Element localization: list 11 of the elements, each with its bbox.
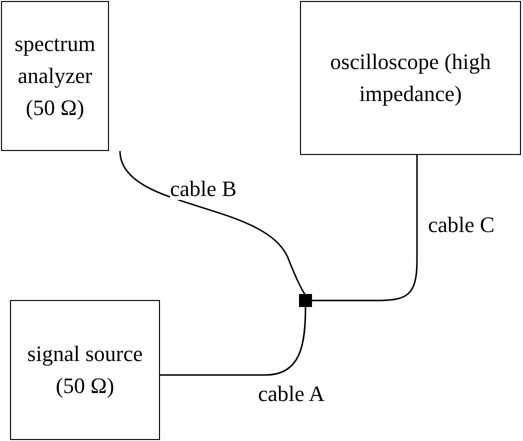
junction-square (299, 294, 312, 307)
edge-label: cable B (170, 178, 237, 200)
cable-line (160, 307, 306, 376)
cable-line (119, 150, 306, 295)
cable-line (312, 155, 418, 302)
device-label: signal source (50 Ω) (26, 340, 144, 400)
device-label: oscilloscope (high impedance) (329, 48, 492, 108)
device-box (1, 1, 109, 151)
device-box (300, 1, 521, 155)
device-box (10, 300, 160, 440)
device-label: spectrum analyzer (50 Ω) (14, 30, 96, 122)
